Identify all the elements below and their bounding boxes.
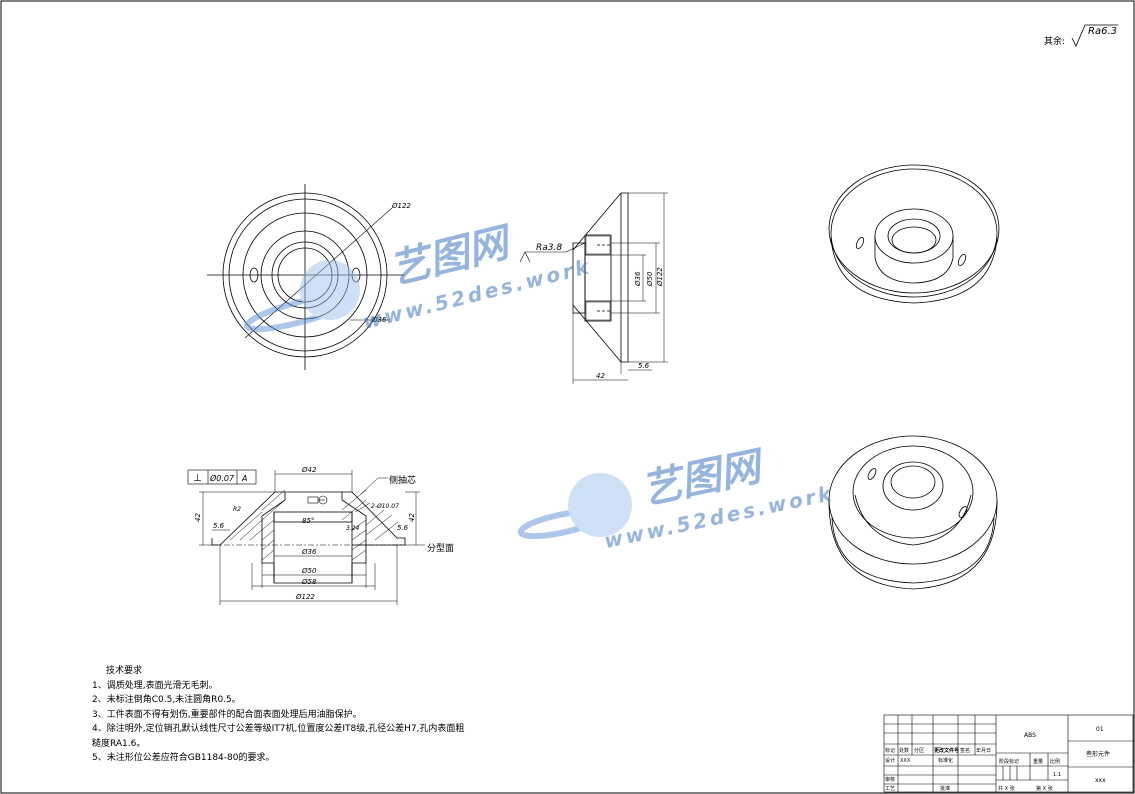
sec-angle: 85° [302, 517, 314, 525]
side-dia-inner: Ø36 [634, 271, 642, 287]
tb-approve-label: 批准 [940, 785, 950, 792]
tb-designer: XXX [900, 758, 911, 764]
tb-designer-label: 设计 [885, 757, 895, 764]
tech-item-3: 3、工件表面不得有划伤,重要部件的配合面表面处理后用油脂保护。 [92, 709, 362, 720]
callout-parting: 分型面 [427, 543, 454, 554]
tb-label-zone: 分区 [914, 747, 924, 754]
tb-weight-label: 重量 [1033, 758, 1043, 765]
tech-item-2: 2、未标注倒角C0.5,未注圆角R0.5。 [92, 695, 241, 705]
callout-side-core: 侧抽芯 [389, 474, 416, 486]
tb-material: ABS [1024, 732, 1036, 739]
tb-stage-label: 阶段标记 [999, 758, 1019, 765]
sec-step: 3.24 [346, 525, 360, 532]
side-width: 42 [596, 372, 605, 380]
roughness-symbol-icon [1071, 24, 1118, 47]
tb-label-sign: 签名 [960, 747, 970, 754]
front-dia-outer: Ø122 [391, 202, 411, 210]
tb-label-mark: 标记 [885, 747, 895, 754]
tb-drawing-no: 01 [1096, 726, 1104, 733]
tol-datum: A [241, 474, 247, 483]
title-block-row-labels: 标记 处数 分区 更改文件号 签名 年月日 [885, 747, 991, 754]
sec-height: 42 [194, 513, 202, 522]
tb-standardize-label: 标准化 [938, 757, 953, 764]
iso-view-top [828, 164, 1000, 304]
sec-d50: Ø50 [301, 567, 317, 575]
tech-item-4: 4、除注明外,定位销孔默认线性尺寸公差等级IT7机,位置度公差IT8级,孔径公差… [92, 724, 465, 734]
tb-part-name: 叁形元件 [1086, 750, 1110, 758]
sec-flange-left: 5.6 [213, 522, 225, 530]
tb-sheet-no: 第 X 张 [1036, 785, 1053, 792]
title-block [883, 714, 1134, 793]
tech-item-5: 5、未注形位公差应符合GB1184-80的要求。 [92, 753, 275, 763]
iso-view-bottom [828, 435, 998, 590]
side-flange: 5.6 [638, 362, 650, 370]
tb-sheet-total: 共 X 张 [998, 785, 1015, 792]
side-roughness: Ra3.8 [536, 243, 562, 253]
sec-d122: Ø122 [295, 593, 315, 601]
watermark-logo-icon [243, 260, 632, 540]
sec-flange-right: 5.6 [397, 524, 409, 532]
tb-label-count: 处数 [899, 747, 909, 754]
roughness-prefix: 其余: [1044, 35, 1065, 47]
tb-company: xxx [1095, 777, 1106, 784]
tol-value: Ø0.07 [209, 473, 235, 483]
sec-d58: Ø58 [301, 578, 317, 586]
front-dia-hole: Ø36 [371, 316, 387, 324]
tb-label-change: 更改文件号 [934, 747, 959, 754]
tb-label-date: 年月日 [976, 747, 991, 754]
sec-d36: Ø36 [301, 548, 317, 556]
side-view [519, 192, 668, 384]
tech-requirements: 技术要求 1、调质处理,表面光滑无毛刺。 2、未标注倒角C0.5,未注圆角R0.… [92, 664, 552, 766]
tb-review-label: 审核 [885, 776, 895, 783]
tech-title: 技术要求 [106, 666, 143, 676]
side-dia-outer: Ø122 [656, 267, 664, 287]
side-dia-mid: Ø50 [646, 271, 654, 287]
sec-top-dia: Ø42 [301, 466, 317, 474]
roughness-value: Ra6.3 [1088, 26, 1117, 37]
tech-item-1: 1、调质处理,表面光滑无毛刺。 [92, 680, 218, 691]
sec-chamfer: R2 [233, 506, 241, 513]
tb-process-label: 工艺 [885, 786, 895, 792]
tol-symbol: ⊥ [193, 473, 202, 484]
sec-pin: 2-Ø10.07 [371, 503, 399, 510]
tech-item-4-cont: 糙度RA1.6。 [92, 738, 146, 749]
section-view [187, 469, 425, 605]
tb-scale-label: 比例 [1050, 758, 1060, 765]
sec-height-right: 42 [408, 513, 416, 522]
tb-scale: 1:1 [1053, 772, 1061, 778]
